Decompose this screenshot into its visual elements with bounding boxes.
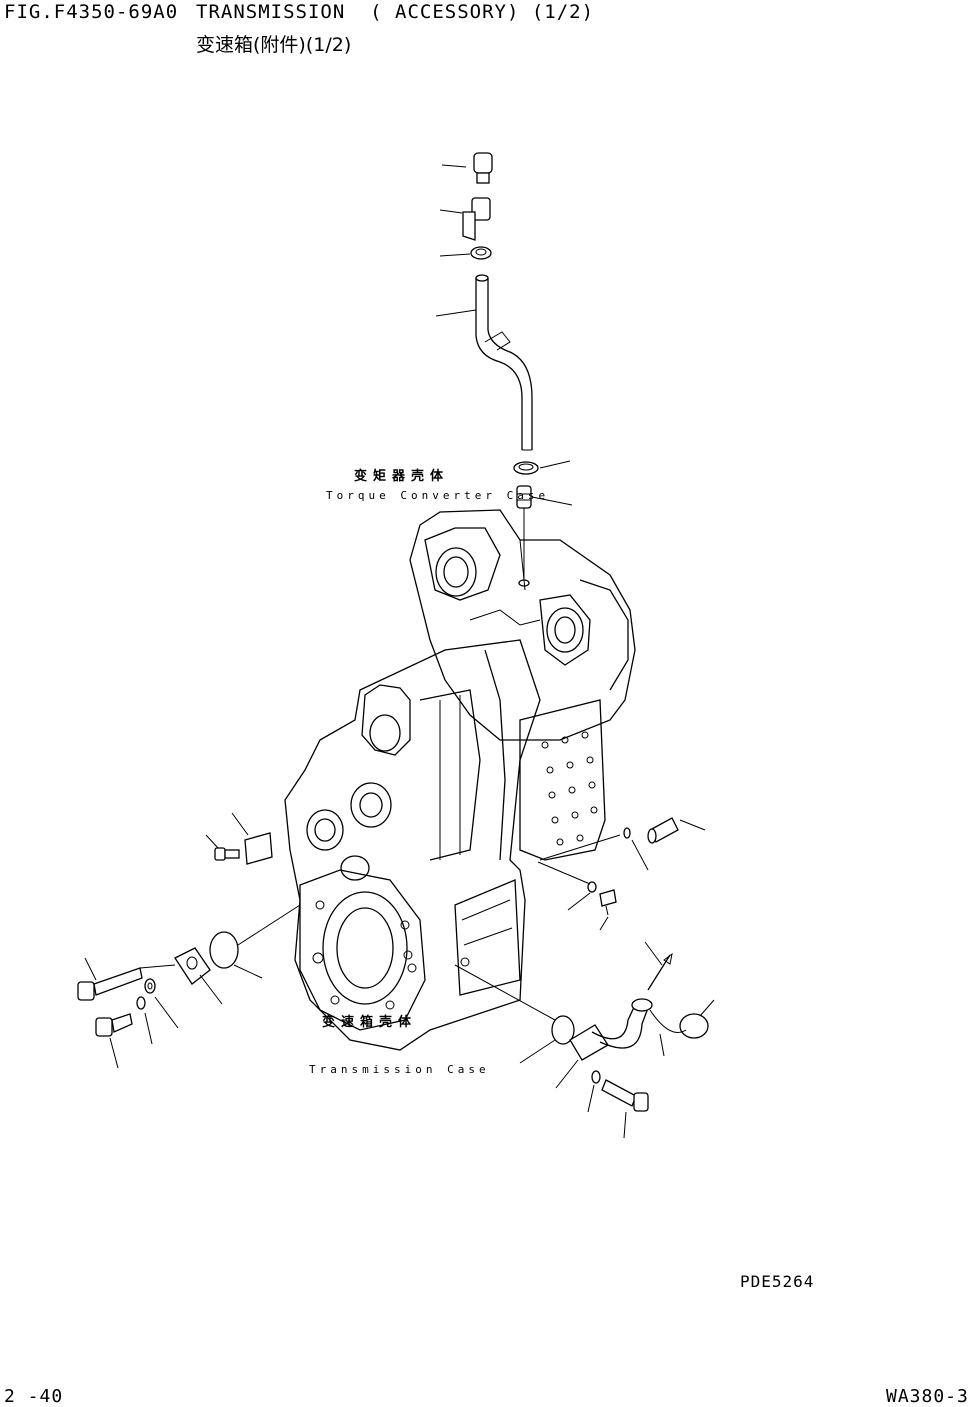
bolt-left-small [205, 834, 240, 861]
o-ring-right [539, 827, 649, 871]
transmission-case-label: Transmission Case [309, 1063, 490, 1076]
sensor-plug [647, 817, 706, 844]
model-number: WA380-3 [886, 1386, 968, 1407]
drawing-code: PDE5264 [740, 1272, 815, 1291]
transmission-case-label-chinese: 变速箱壳体 [322, 1015, 418, 1030]
filler-cap [649, 999, 715, 1039]
drain-plug [537, 861, 617, 931]
bolt-left-upper [77, 957, 176, 1001]
dipstick-clip [439, 246, 492, 260]
bolt-right [587, 1070, 649, 1139]
torque-converter-case-label: Torque Converter Case [326, 489, 550, 502]
filler-tube [435, 274, 533, 451]
torque-converter-case-label-chinese: 变矩器壳体 [354, 469, 450, 484]
gasket-left [209, 904, 301, 979]
washer-left [136, 978, 179, 1045]
torque-converter-housing [409, 509, 636, 741]
hose-clamp [513, 460, 571, 475]
name-plate [231, 812, 273, 865]
dipstick-bracket [439, 197, 491, 241]
figure-number: FIG.F4350-69A0 [4, 1, 179, 23]
dipstick-cap [441, 152, 493, 184]
bolt-left-lower [95, 1013, 133, 1069]
control-valve-plate [519, 699, 606, 861]
figure-title-chinese: 变速箱(附件)(1/2) [196, 34, 352, 56]
page-number: 2 -40 [4, 1386, 64, 1407]
gasket-right [454, 964, 575, 1064]
gauge-rod [644, 941, 673, 1057]
transmission-body [284, 639, 541, 1051]
elbow-fitting [516, 485, 573, 580]
oil-filler-pipe [555, 998, 653, 1089]
figure-title: TRANSMISSION ( ACCESSORY) (1/2) [196, 1, 595, 23]
cover-left [174, 947, 223, 1005]
